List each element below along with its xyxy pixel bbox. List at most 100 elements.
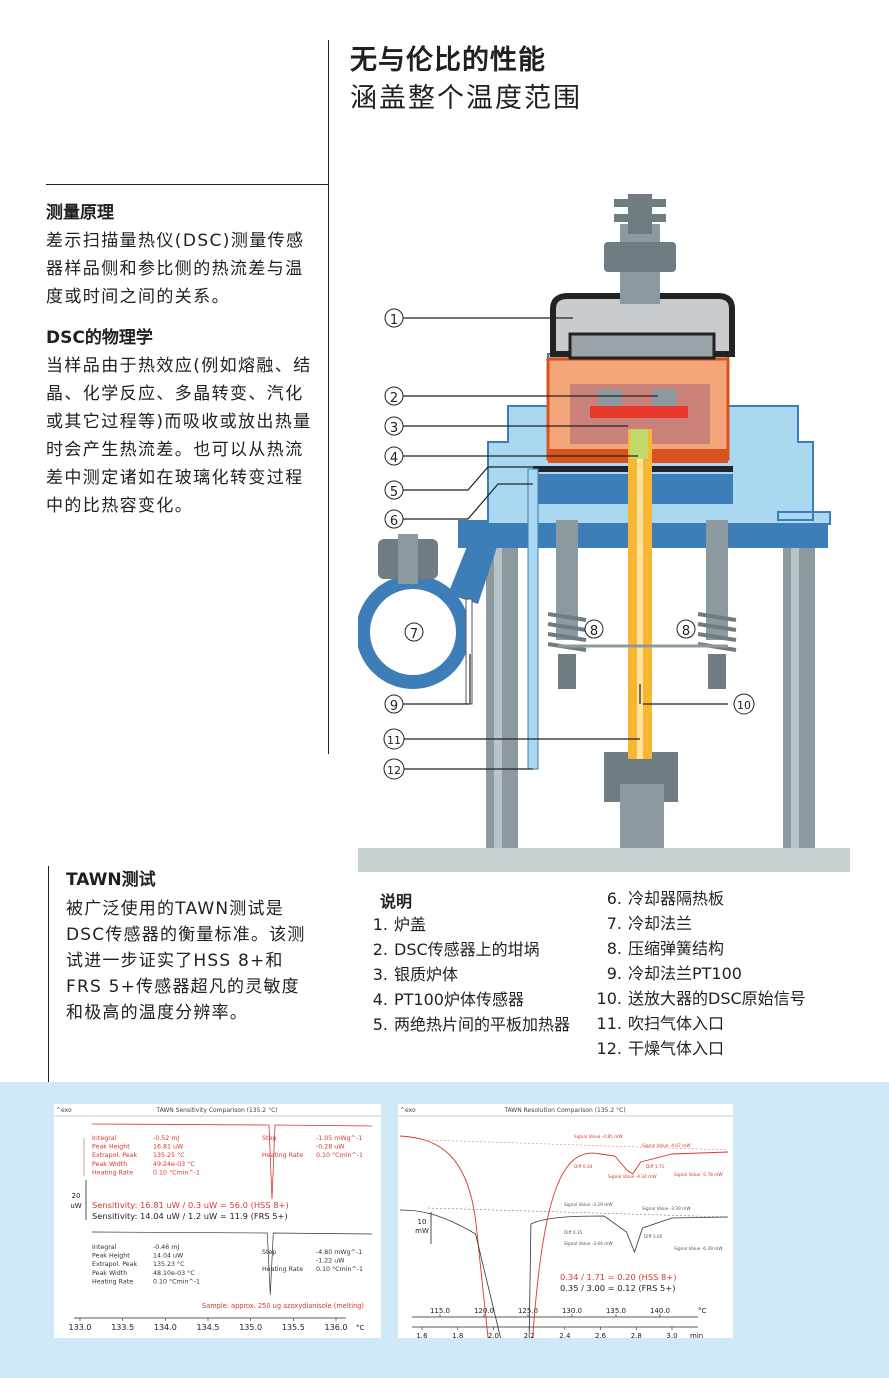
legend-item-text: 两绝热片间的平板加热器 <box>394 1015 571 1034</box>
black-table-value: 135.23 °C <box>153 1260 185 1268</box>
chart-title: TAWN Sensitivity Comparison (135.2 °C) <box>155 1107 277 1114</box>
sample-note: Sample: approx. 250 ug azoxydianisole (m… <box>202 1302 364 1310</box>
legend-title: 说明 <box>380 892 413 911</box>
legend-item: 7.冷却法兰 <box>594 911 864 936</box>
series-hss-line <box>91 1123 373 1199</box>
red-table-key: Extrapol. Peak <box>92 1152 138 1159</box>
page-title: 无与伦比的性能 <box>350 45 546 76</box>
black-annotation: Signal Value -3.39 mW <box>642 1206 691 1212</box>
red-annotation: Signal Value -4.07 mW <box>642 1143 691 1149</box>
sensitivity-red: Sensitivity: 16.81 uW / 0.3 uW = 56.0 (H… <box>92 1200 289 1210</box>
section-heading: TAWN测试 <box>66 870 156 890</box>
red-step-key: Step <box>262 1135 276 1142</box>
legend-item: 11. 吹扫气体入口 <box>594 1011 864 1036</box>
red-table-value: 16.81 uW <box>153 1144 184 1151</box>
legend-item: 1. 炉盖 <box>360 912 590 937</box>
black-table-value: 0.10 °Cmin^-1 <box>153 1277 200 1285</box>
red-step-value: -1.05 mWg^-1 <box>316 1135 362 1142</box>
red-table-value: -0.52 mJ <box>153 1135 179 1142</box>
legend-item-text: DSC传感器上的坩埚 <box>394 940 540 959</box>
legend-item-text: 干燥气体入口 <box>628 1039 725 1058</box>
legend-item-text: 炉盖 <box>394 915 427 934</box>
red-annotation: Diff 0.34 <box>574 1164 593 1170</box>
red-table-key: Peak Width <box>92 1161 127 1168</box>
section-heading: DSC的物理学 <box>46 328 153 348</box>
x-axis-unit: °C <box>356 1324 365 1332</box>
black-step-value: -4.80 mWg^-1 <box>316 1249 362 1256</box>
legend-item-number: 3. <box>372 965 388 984</box>
black-table-key: Peak Height <box>92 1253 130 1260</box>
black-table-key: Extrapol. Peak <box>92 1261 138 1268</box>
x-tick-top-label: 115.0 <box>430 1307 450 1315</box>
sensitivity-chart-svg: ^exo TAWN Sensitivity Comparison (135.2 °… <box>54 1107 381 1332</box>
red-table-key: Peak Height <box>92 1144 130 1151</box>
legend-item-number: 6. <box>606 889 622 908</box>
x-tick-top-label: 135.0 <box>606 1307 626 1315</box>
legend-item-text: 冷却法兰 <box>628 914 693 933</box>
black-step-value: -1.22 uW <box>316 1258 345 1265</box>
section-body: 差示扫描量热仪(DSC)测量传感器样品侧和参比侧的热流差与温度或时间之间的关系。 <box>46 231 305 307</box>
scale-bar-label: 10 <box>418 1218 427 1226</box>
legend-item-number: 4. <box>372 990 388 1009</box>
section-body: 被广泛使用的TAWN测试是DSC传感器的衡量标准。该测试进一步证实了HSS 8+… <box>66 899 306 1023</box>
chart-title: TAWN Resolution Comparison (135.2 °C) <box>503 1107 625 1114</box>
red-table-value: 0.10 °Cmin^-1 <box>153 1168 200 1176</box>
red-annotation: Signal Value -5.78 mW <box>674 1172 723 1178</box>
x-tick-bottom-label: 1.6 <box>416 1332 428 1338</box>
black-step-key: Heating Rate <box>262 1266 303 1273</box>
x-tick-top-label: 125.0 <box>518 1307 538 1315</box>
sensitivity-chart: ^exo TAWN Sensitivity Comparison (135.2 °… <box>54 1104 381 1338</box>
section-tawn-test: TAWN测试 被广泛使用的TAWN测试是DSC传感器的衡量标准。该测试进一步证实… <box>66 865 316 1026</box>
red-annotation: Signal Value -4.85 mW <box>574 1134 623 1140</box>
x-tick-label: 134.0 <box>154 1323 177 1332</box>
black-annotation: Signal Value -6.39 mW <box>674 1246 723 1252</box>
x-tick-label: 134.5 <box>197 1323 220 1332</box>
black-annotation: Signal Value -3.64 mW <box>564 1241 613 1247</box>
x-tick-top-label: 120.0 <box>474 1307 494 1315</box>
corner-label: ^exo <box>56 1107 72 1114</box>
header-divider <box>328 40 329 185</box>
legend-item: 12.干燥气体入口 <box>594 1036 864 1061</box>
legend-item-number: 9. <box>606 964 622 983</box>
black-table-value: 14.04 uW <box>153 1253 184 1260</box>
legend-item: 10.送放大器的DSC原始信号 <box>594 986 864 1011</box>
red-table-value: 135.25 °C <box>153 1151 185 1159</box>
x-tick-label: 135.0 <box>239 1323 262 1332</box>
legend-item: 4.PT100炉体传感器 <box>360 987 590 1012</box>
legend-item-text: 吹扫气体入口 <box>628 1014 725 1033</box>
red-table-key: Integral <box>92 1135 117 1142</box>
callout-10: 10 <box>737 699 751 712</box>
legend-item-text: 压缩弹簧结构 <box>628 939 725 958</box>
callout-7: 7 <box>410 627 418 642</box>
black-table-key: Peak Width <box>92 1270 127 1277</box>
legend-item-text: 银质炉体 <box>394 965 459 984</box>
legend-item: 2.DSC传感器上的坩埚 <box>360 937 590 962</box>
legend-item-number: 11. <box>596 1014 622 1033</box>
x-tick-bottom-label: 2.0 <box>488 1332 499 1338</box>
sensitivity-black: Sensitivity: 14.04 uW / 1.2 uW = 11.9 (F… <box>92 1211 288 1221</box>
red-step-value: 0.10 °Cmin^-1 <box>316 1151 363 1159</box>
series-frs-line <box>91 1231 373 1295</box>
x-tick-bottom-label: 2.4 <box>559 1332 571 1338</box>
legend-item-text: 冷却器隔热板 <box>628 889 725 908</box>
black-table-key: Heating Rate <box>92 1278 133 1285</box>
x-tick-label: 133.0 <box>69 1323 92 1332</box>
section-measurement-principle: 测量原理 差示扫描量热仪(DSC)测量传感器样品侧和参比侧的热流差与温度或时间之… <box>46 198 316 311</box>
ratio-red: 0.34 / 1.71 = 0.20 (HSS 8+) <box>560 1272 676 1282</box>
legend-item: 9.冷却法兰PT100 <box>594 961 864 986</box>
legend-item: 3. 银质炉体 <box>360 962 590 987</box>
x-tick-bottom-label: 3.0 <box>666 1332 677 1338</box>
x-axis-bottom-unit: min <box>690 1332 703 1338</box>
legend-item-number: 1. <box>372 915 388 934</box>
red-table-key: Heating Rate <box>92 1169 133 1176</box>
series-frs-line <box>399 1209 729 1339</box>
black-annotation: Signal Value -3.29 mW <box>564 1202 613 1208</box>
callout-6: 6 <box>390 514 398 529</box>
callout-8-right: 8 <box>682 624 690 639</box>
x-tick-top-label: 140.0 <box>650 1307 670 1315</box>
black-step-value: 0.10 °Cmin^-1 <box>316 1265 363 1273</box>
x-tick-bottom-label: 2.8 <box>631 1332 642 1338</box>
legend-item-number: 8. <box>606 939 622 958</box>
dsc-sensor <box>590 406 688 418</box>
